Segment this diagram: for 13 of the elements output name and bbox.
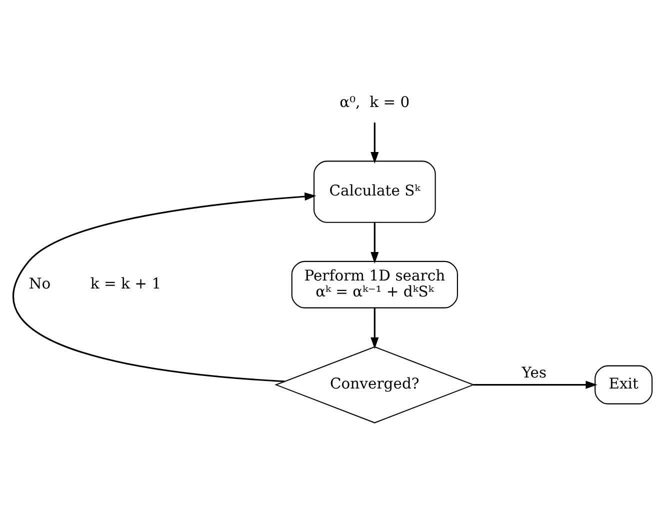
edge-label: No	[28, 275, 51, 292]
node-box: Exit	[594, 364, 653, 404]
arrow	[12, 192, 316, 382]
node-box: Calculate Sᵏ	[314, 160, 436, 222]
node-diamond: Converged?	[274, 346, 475, 423]
arrow	[370, 122, 379, 164]
node-text: α⁰, k = 0	[340, 94, 410, 111]
arrow	[370, 222, 379, 264]
arrow	[370, 307, 379, 348]
arrow	[473, 380, 598, 388]
edge-label: Yes	[522, 364, 547, 382]
label: k = k + 1	[90, 275, 162, 292]
node-box: Perform 1D search αᵏ = αᵏ⁻¹ + dᵏSᵏ	[291, 260, 458, 308]
